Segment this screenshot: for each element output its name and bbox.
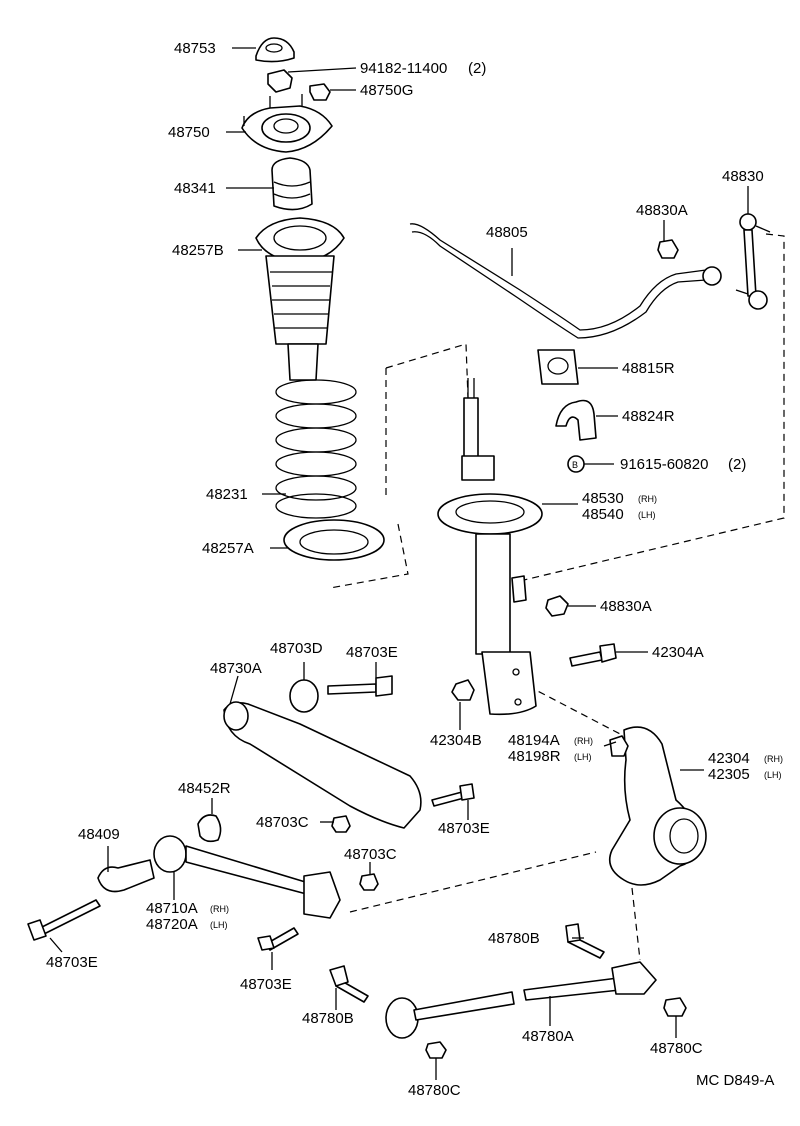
label-48409: 48409 bbox=[78, 826, 120, 843]
collar-48409 bbox=[97, 859, 155, 893]
label-48540-lh: (LH) bbox=[638, 510, 656, 520]
label-48710A-rh: (RH) bbox=[210, 904, 229, 914]
lower-arm-48730A bbox=[223, 701, 422, 829]
bolt-48703E-upper bbox=[327, 675, 393, 697]
label-48194A: 48194A bbox=[508, 732, 560, 749]
nut-48830A-lower bbox=[545, 595, 569, 617]
label-48753: 48753 bbox=[174, 40, 216, 57]
label-42304: 42304 bbox=[708, 750, 750, 767]
label-42305: 42305 bbox=[708, 766, 750, 783]
label-48257A: 48257A bbox=[202, 540, 254, 557]
nut-48703C-1 bbox=[331, 815, 351, 833]
label-48805: 48805 bbox=[486, 224, 528, 241]
bushing-48815R bbox=[537, 349, 579, 385]
label-48341: 48341 bbox=[174, 180, 216, 197]
label-48703E-left: 48703E bbox=[46, 954, 98, 971]
label-48257B: 48257B bbox=[172, 242, 224, 259]
label-48720A-lh: (LH) bbox=[210, 920, 228, 930]
label-48703C-1: 48703C bbox=[256, 814, 309, 831]
label-42305-lh: (LH) bbox=[764, 770, 782, 780]
steering-knuckle bbox=[608, 726, 707, 886]
label-48198R: 48198R bbox=[508, 748, 561, 765]
assembly-dashed-lines bbox=[329, 233, 785, 961]
nut-42304B bbox=[451, 679, 475, 701]
bolt-42304A bbox=[569, 643, 617, 667]
nut-48780C-right bbox=[663, 997, 687, 1017]
label-94182-11400: 94182-11400 bbox=[360, 60, 447, 77]
bolt-48780B-lower bbox=[329, 965, 369, 1003]
label-48710A: 48710A bbox=[146, 900, 198, 917]
label-48780A: 48780A bbox=[522, 1028, 574, 1045]
label-42304A: 42304A bbox=[652, 644, 704, 661]
label-91615-qty: (2) bbox=[728, 456, 746, 473]
label-48780C-right: 48780C bbox=[650, 1040, 703, 1057]
shock-absorber bbox=[437, 378, 543, 716]
bushing-48703D bbox=[289, 679, 319, 713]
label-48815R: 48815R bbox=[622, 360, 675, 377]
bolt-48703E-left bbox=[27, 899, 101, 941]
bolt-48703E-middle bbox=[257, 927, 299, 951]
nut-94182 bbox=[267, 69, 293, 93]
label-42304B: 42304B bbox=[430, 732, 482, 749]
nut-48830A-upper bbox=[657, 239, 679, 259]
label-91615-60820: 91615-60820 bbox=[620, 456, 708, 473]
nut-48703C-2 bbox=[359, 873, 379, 891]
bracket-48824R bbox=[555, 399, 597, 441]
label-48530-rh: (RH) bbox=[638, 494, 657, 504]
coil-spring-48231 bbox=[275, 379, 357, 519]
lower-insulator-48257A bbox=[283, 519, 385, 561]
strut-rod-48710A bbox=[153, 835, 341, 919]
label-48780C-bottom: 48780C bbox=[408, 1082, 461, 1099]
nut-48780C-bottom bbox=[425, 1041, 447, 1059]
label-48530: 48530 bbox=[582, 490, 624, 507]
bolt-48780B-upper bbox=[565, 923, 605, 959]
label-48194A-rh: (RH) bbox=[574, 736, 593, 746]
label-48830: 48830 bbox=[722, 168, 764, 185]
stabilizer-bar-48805 bbox=[409, 223, 707, 339]
label-48703C-2: 48703C bbox=[344, 846, 397, 863]
label-48730A: 48730A bbox=[210, 660, 262, 677]
label-48703E-right: 48703E bbox=[438, 820, 490, 837]
label-48703E-upper: 48703E bbox=[346, 644, 398, 661]
drawing-code: MC D849-A bbox=[696, 1072, 774, 1089]
label-48780B-upper: 48780B bbox=[488, 930, 540, 947]
label-48780B-lower: 48780B bbox=[302, 1010, 354, 1027]
label-48198R-lh: (LH) bbox=[574, 752, 592, 762]
label-48703D: 48703D bbox=[270, 640, 323, 657]
label-48750G: 48750G bbox=[360, 82, 413, 99]
stabilizer-link-48830 bbox=[702, 213, 771, 310]
upper-support-cap bbox=[255, 37, 295, 63]
bushing-48452R bbox=[197, 814, 222, 843]
label-48830A-upper: 48830A bbox=[636, 202, 688, 219]
label-48720A: 48720A bbox=[146, 916, 198, 933]
label-42304-rh: (RH) bbox=[764, 754, 783, 764]
strut-mount-48750 bbox=[241, 94, 333, 153]
label-48824R: 48824R bbox=[622, 408, 675, 425]
label-48231: 48231 bbox=[206, 486, 248, 503]
label-48540: 48540 bbox=[582, 506, 624, 523]
leader-lines bbox=[49, 47, 749, 1080]
label-48452R: 48452R bbox=[178, 780, 231, 797]
lateral-rod-48780A bbox=[385, 961, 657, 1039]
label-48830A-lower: 48830A bbox=[600, 598, 652, 615]
dust-boot bbox=[265, 255, 335, 381]
nut-48750G bbox=[309, 83, 331, 101]
bump-stopper-48341 bbox=[271, 157, 313, 211]
label-B-marker: B bbox=[572, 460, 578, 470]
label-48703E-middle: 48703E bbox=[240, 976, 292, 993]
label-48750: 48750 bbox=[168, 124, 210, 141]
label-94182-qty: (2) bbox=[468, 60, 486, 77]
bolt-48703E-right bbox=[431, 783, 475, 807]
